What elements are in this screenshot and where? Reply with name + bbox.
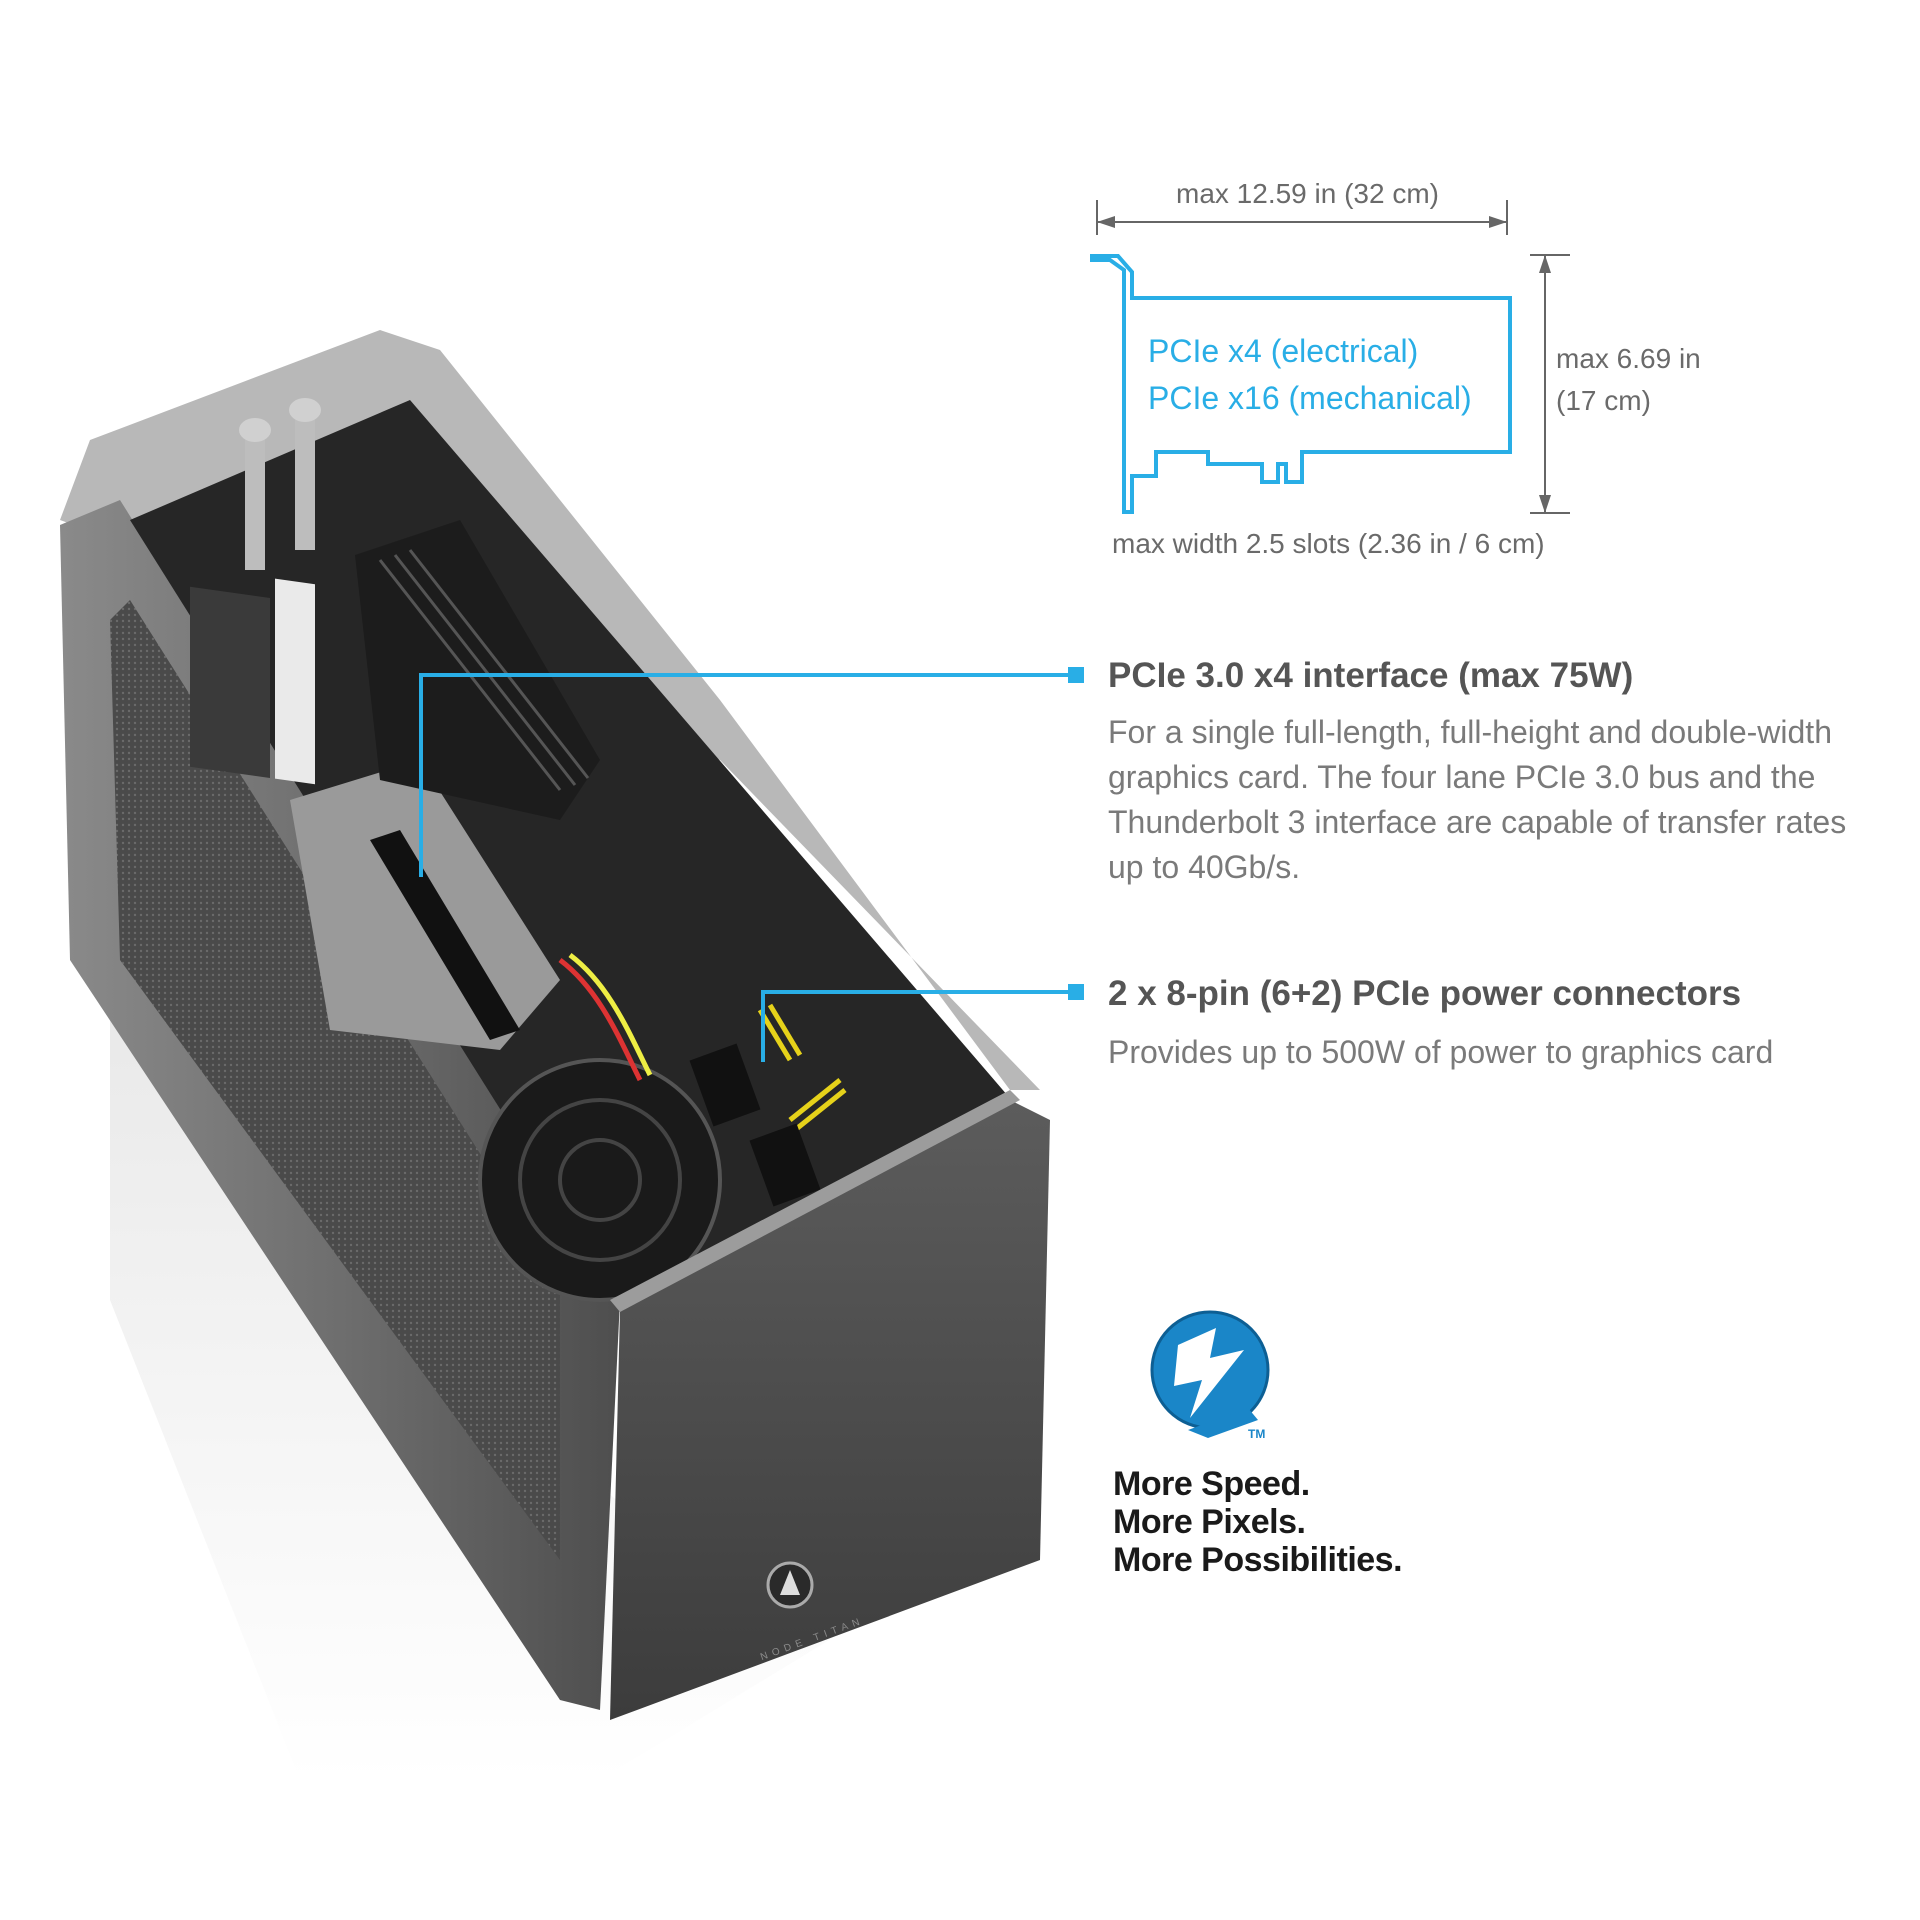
slogan-line: More Speed. — [1113, 1465, 1310, 1503]
card-dimension-diagram — [1090, 200, 1570, 514]
max-height-label: max 6.69 in — [1556, 343, 1701, 374]
max-length-label: max 12.59 in (32 cm) — [1176, 178, 1439, 209]
feature-desc-line: up to 40Gb/s. — [1108, 849, 1301, 885]
pcie-electrical-label: PCIe x4 (electrical) — [1148, 333, 1419, 369]
slogan-line: More Possibilities. — [1113, 1541, 1403, 1579]
feature-title-power: 2 x 8-pin (6+2) PCIe power connectors — [1108, 974, 1742, 1013]
max-height-label-metric: (17 cm) — [1556, 385, 1651, 416]
feature-desc-line: Thunderbolt 3 interface are capable of t… — [1108, 804, 1847, 840]
trademark-mark: TM — [1248, 1427, 1265, 1441]
feature-desc-line: Provides up to 500W of power to graphics… — [1108, 1034, 1774, 1070]
feature-desc-line: graphics card. The four lane PCIe 3.0 bu… — [1108, 759, 1816, 795]
feature-desc-interface: For a single full-length, full-height an… — [1108, 710, 1846, 890]
thunderbolt-icon: TM — [1150, 1310, 1270, 1441]
pcie-mechanical-label: PCIe x16 (mechanical) — [1148, 380, 1472, 416]
slogan-line: More Pixels. — [1113, 1503, 1306, 1541]
feature-title-interface: PCIe 3.0 x4 interface (max 75W) — [1108, 656, 1634, 695]
enclosure-image: NODE TITAN — [60, 330, 1050, 1780]
max-width-label: max width 2.5 slots (2.36 in / 6 cm) — [1112, 528, 1545, 559]
feature-desc-line: For a single full-length, full-height an… — [1108, 714, 1832, 750]
feature-desc-power: Provides up to 500W of power to graphics… — [1108, 1030, 1773, 1075]
